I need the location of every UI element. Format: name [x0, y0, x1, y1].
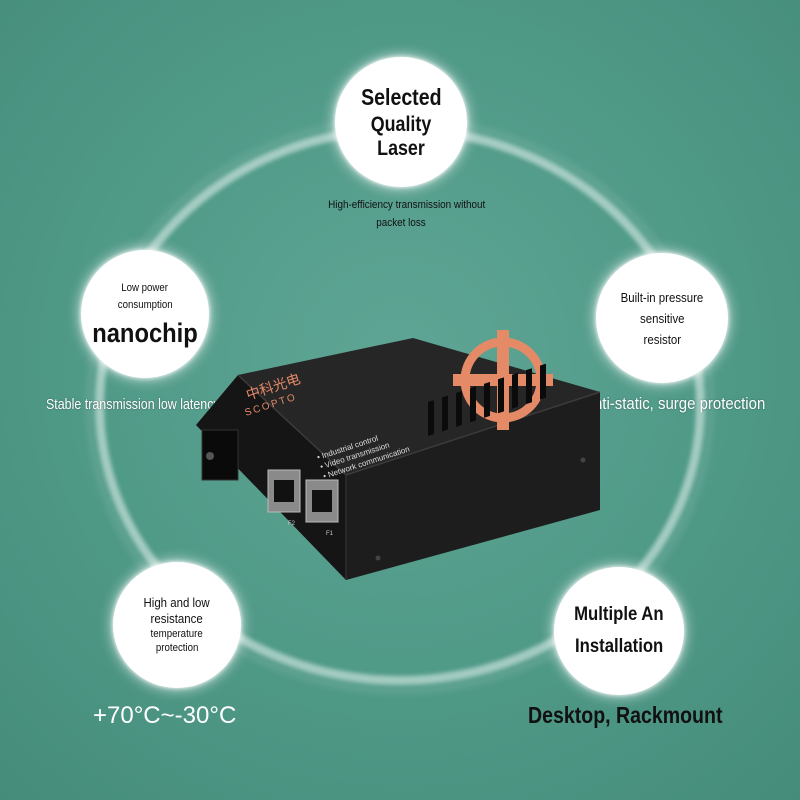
- device-top-face: [238, 338, 600, 475]
- feature-bubble-nanochip: Low power consumption nanochip: [81, 250, 209, 378]
- bubble-line: resistance: [150, 611, 204, 626]
- caption-installation: Desktop, Rackmount: [528, 702, 723, 728]
- media-converter-device: 中科光电 SCOPTO • Industrial control • Video…: [196, 330, 601, 580]
- screw-icon: [375, 555, 381, 561]
- device-front-face: [346, 392, 600, 580]
- bubble-line: Multiple An: [574, 604, 664, 625]
- bubble-line: Low power: [121, 281, 169, 294]
- caption-resistor: Anti-static, surge protection: [584, 394, 766, 413]
- bubble-line: Installation: [574, 636, 664, 657]
- caption-line: packet loss: [376, 217, 426, 229]
- bubble-line: Built-in pressure: [620, 289, 704, 305]
- bubble-title: Selected: [360, 83, 442, 110]
- feature-bubble-installation: Multiple An Installation: [554, 567, 684, 695]
- bubble-line: resistor: [643, 331, 681, 347]
- bubble-title: nanochip: [92, 317, 198, 348]
- vent-slots: [428, 363, 546, 437]
- caption-laser: High-efficiency transmission without pac…: [328, 196, 486, 232]
- screw-icon: [580, 457, 586, 463]
- feature-bubble-laser: Selected Quality Laser: [335, 57, 467, 187]
- fiber-port-hole: [206, 452, 214, 460]
- port-label: F1: [326, 531, 334, 537]
- feature-bubble-resistor: Built-in pressure sensitive resistor: [596, 253, 728, 383]
- rj45-port-f2: [267, 469, 301, 513]
- bubble-subtitle: Quality Laser: [370, 112, 432, 160]
- bubble-line: protection: [155, 642, 199, 654]
- caption-line: High-efficiency transmission without: [328, 199, 486, 211]
- bubble-line: High and low: [143, 595, 211, 610]
- bubble-line: consumption: [117, 298, 173, 311]
- feature-bubble-temperature: High and low resistance temperature prot…: [113, 562, 241, 688]
- rj45-port-f1: [305, 479, 339, 523]
- port-label: F2: [288, 521, 296, 527]
- caption-nanochip: Stable transmission low latency: [46, 396, 220, 413]
- bubble-line: sensitive: [639, 310, 685, 326]
- bubble-line: temperature: [150, 628, 204, 640]
- caption-temperature: +70°C~-30°C: [93, 702, 237, 729]
